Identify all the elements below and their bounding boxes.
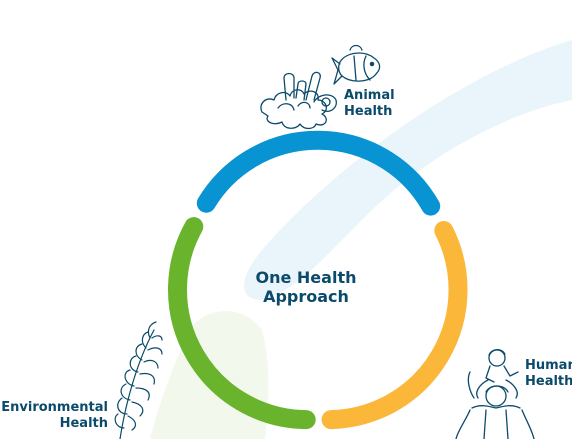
parent-and-child-icon <box>455 348 535 439</box>
fern-leaf-icon <box>114 321 163 439</box>
ring-segment-environmental <box>168 217 316 430</box>
animal-health-line2: Health <box>344 104 393 119</box>
animal-health-line1: Animal <box>344 88 395 103</box>
center-title-line1: One Health <box>255 268 357 287</box>
human-health-line1: Human <box>525 358 572 373</box>
environmental-health-line2: Health <box>59 416 108 431</box>
animal-health-label: Animal Health <box>344 88 395 120</box>
ring-segment-human <box>321 221 468 430</box>
environmental-health-label: Environmental Health <box>1 400 108 432</box>
environmental-health-line1: Environmental <box>1 400 108 415</box>
human-health-label: Human Health <box>525 358 572 390</box>
center-title: One Health Approach <box>236 268 376 306</box>
ring-segment-animal <box>196 130 441 216</box>
center-title-line2: Approach <box>263 287 349 306</box>
coral-and-clownfish-icon <box>260 44 381 130</box>
human-health-line2: Health <box>525 374 572 389</box>
